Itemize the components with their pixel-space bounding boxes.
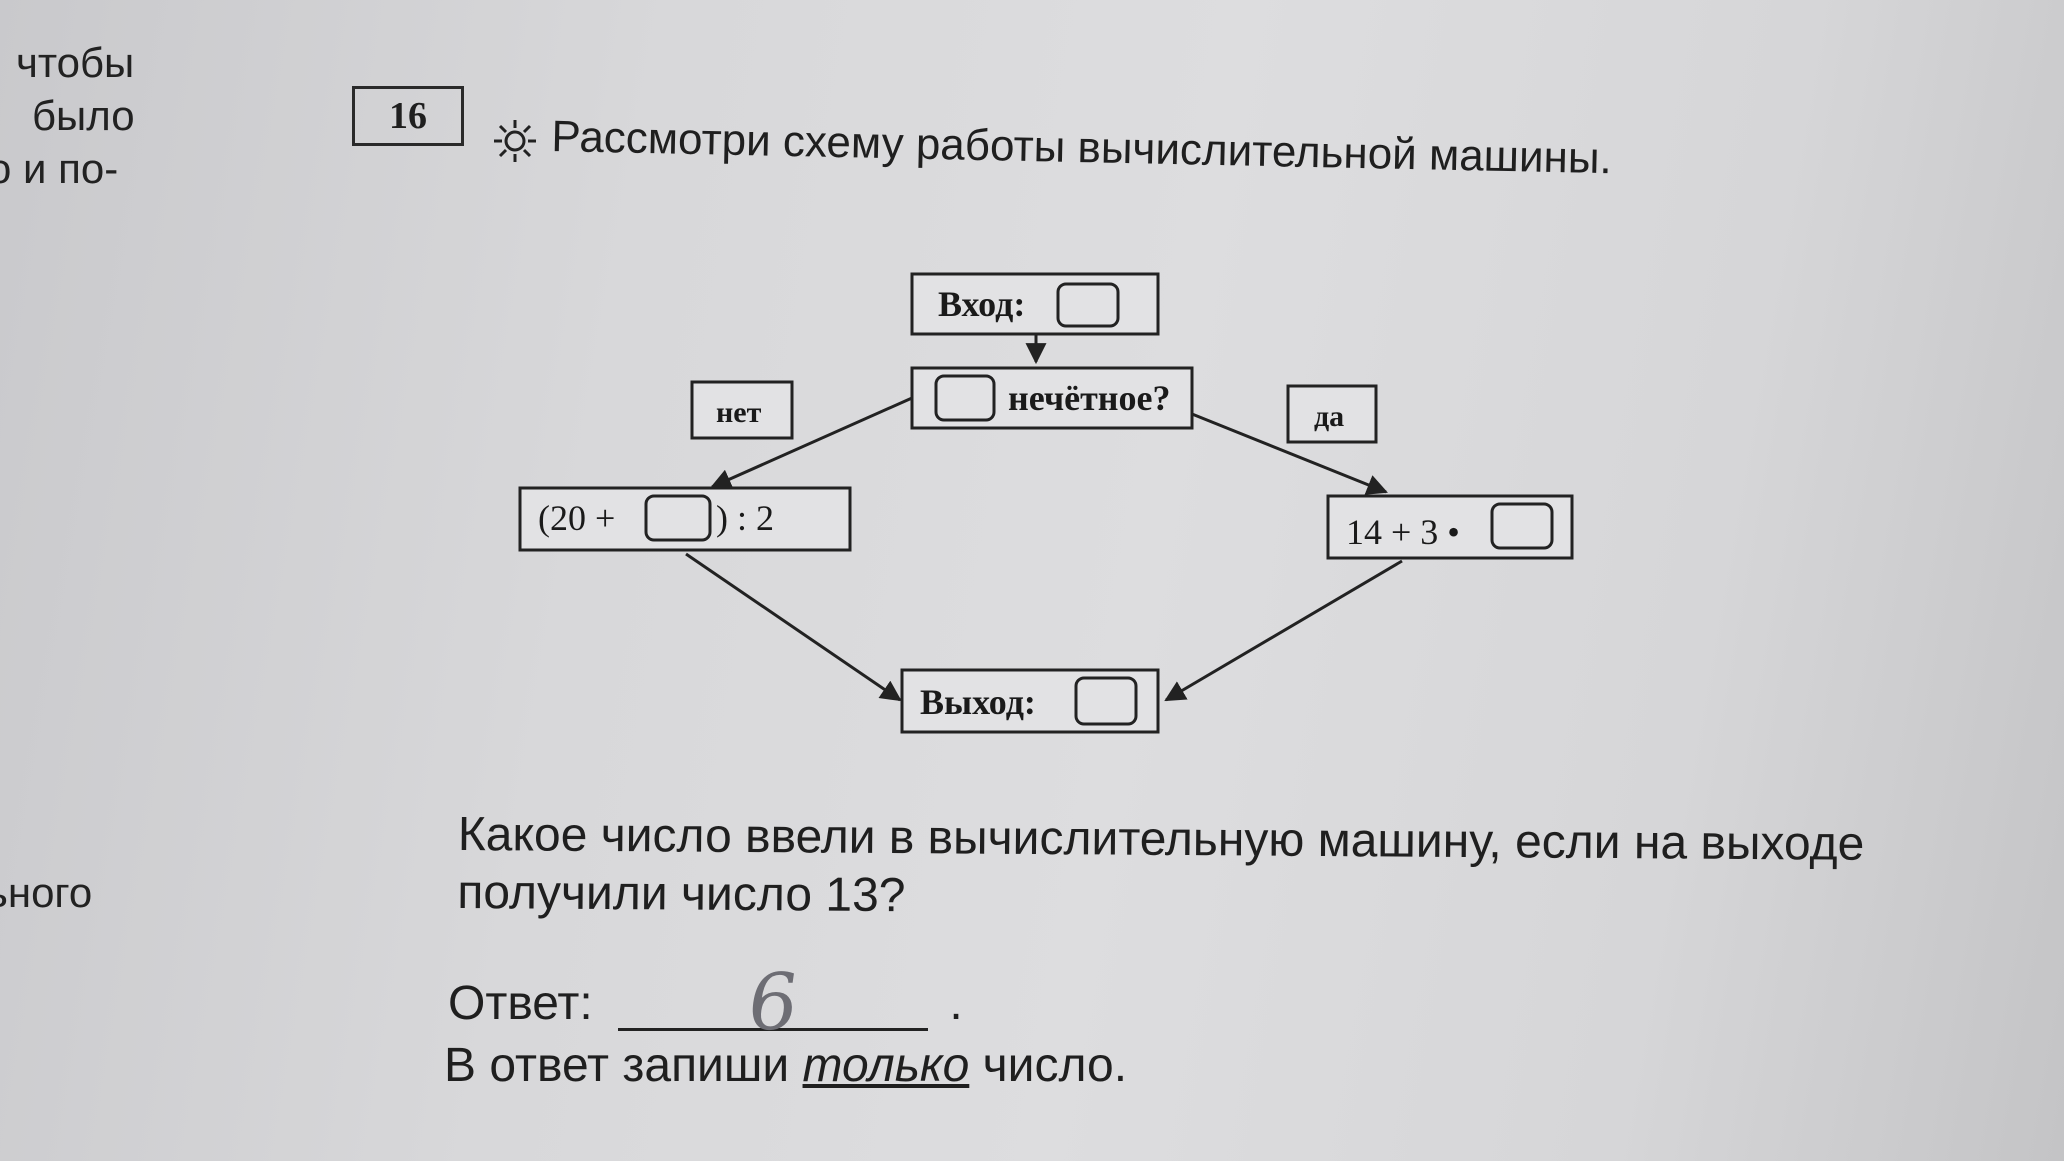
- output-placeholder-box: [1074, 676, 1138, 726]
- no-label: нет: [716, 396, 762, 429]
- output-label: Выход:: [920, 682, 1036, 722]
- yes-label: да: [1314, 400, 1344, 433]
- right-formula-node: 14 + 3 •: [1326, 494, 1574, 560]
- output-node: Выход:: [900, 668, 1160, 734]
- answer-row: Ответ: 6 .: [448, 958, 963, 1048]
- condition-placeholder-box: [934, 374, 996, 422]
- arrow-left-to-output: [685, 552, 902, 702]
- arrow-right-to-output: [1164, 559, 1403, 702]
- answer-field[interactable]: 6: [618, 958, 929, 1048]
- question-line-1: Какое число ввели в вычислительную машин…: [457, 807, 1865, 871]
- question-line-2: получили число 13?: [457, 865, 906, 923]
- answer-instruction: В ответ запиши только число.: [444, 1038, 1127, 1093]
- question-text: Какое число ввели в вычислительную машин…: [457, 806, 1864, 932]
- input-placeholder-box: [1056, 282, 1120, 328]
- margin-text-line-2: было: [32, 92, 135, 139]
- condition-label: нечётное?: [1008, 378, 1171, 418]
- left-formula-prefix: (20 +: [538, 498, 615, 538]
- task-number: 16: [352, 86, 464, 146]
- instruction-before: В ответ запиши: [444, 1039, 803, 1092]
- right-formula-placeholder-box: [1490, 502, 1554, 550]
- yes-label-node: да: [1286, 384, 1378, 444]
- margin-text-line-4: ьного: [0, 869, 93, 916]
- instruction-after: число.: [969, 1039, 1128, 1092]
- sun-icon: [494, 120, 536, 162]
- answer-label: Ответ:: [448, 977, 593, 1030]
- no-label-node: нет: [690, 380, 794, 440]
- arrow-condition-to-left: [710, 396, 913, 489]
- margin-text-line-3: о и по-: [0, 145, 119, 192]
- input-node: Вход:: [910, 272, 1160, 336]
- left-formula-placeholder-box: [644, 494, 712, 542]
- condition-node: нечётное?: [910, 366, 1194, 430]
- arrow-condition-to-right: [1191, 412, 1388, 495]
- answer-trailing-period: .: [949, 977, 963, 1030]
- right-formula-prefix: 14 + 3 •: [1346, 512, 1460, 552]
- left-formula-node: (20 + ) : 2: [518, 486, 852, 552]
- input-label: Вход:: [938, 284, 1025, 324]
- margin-text-line-1: чтобы: [16, 39, 135, 86]
- left-formula-suffix: ) : 2: [716, 498, 774, 538]
- instruction-emphasis: только: [802, 1039, 970, 1092]
